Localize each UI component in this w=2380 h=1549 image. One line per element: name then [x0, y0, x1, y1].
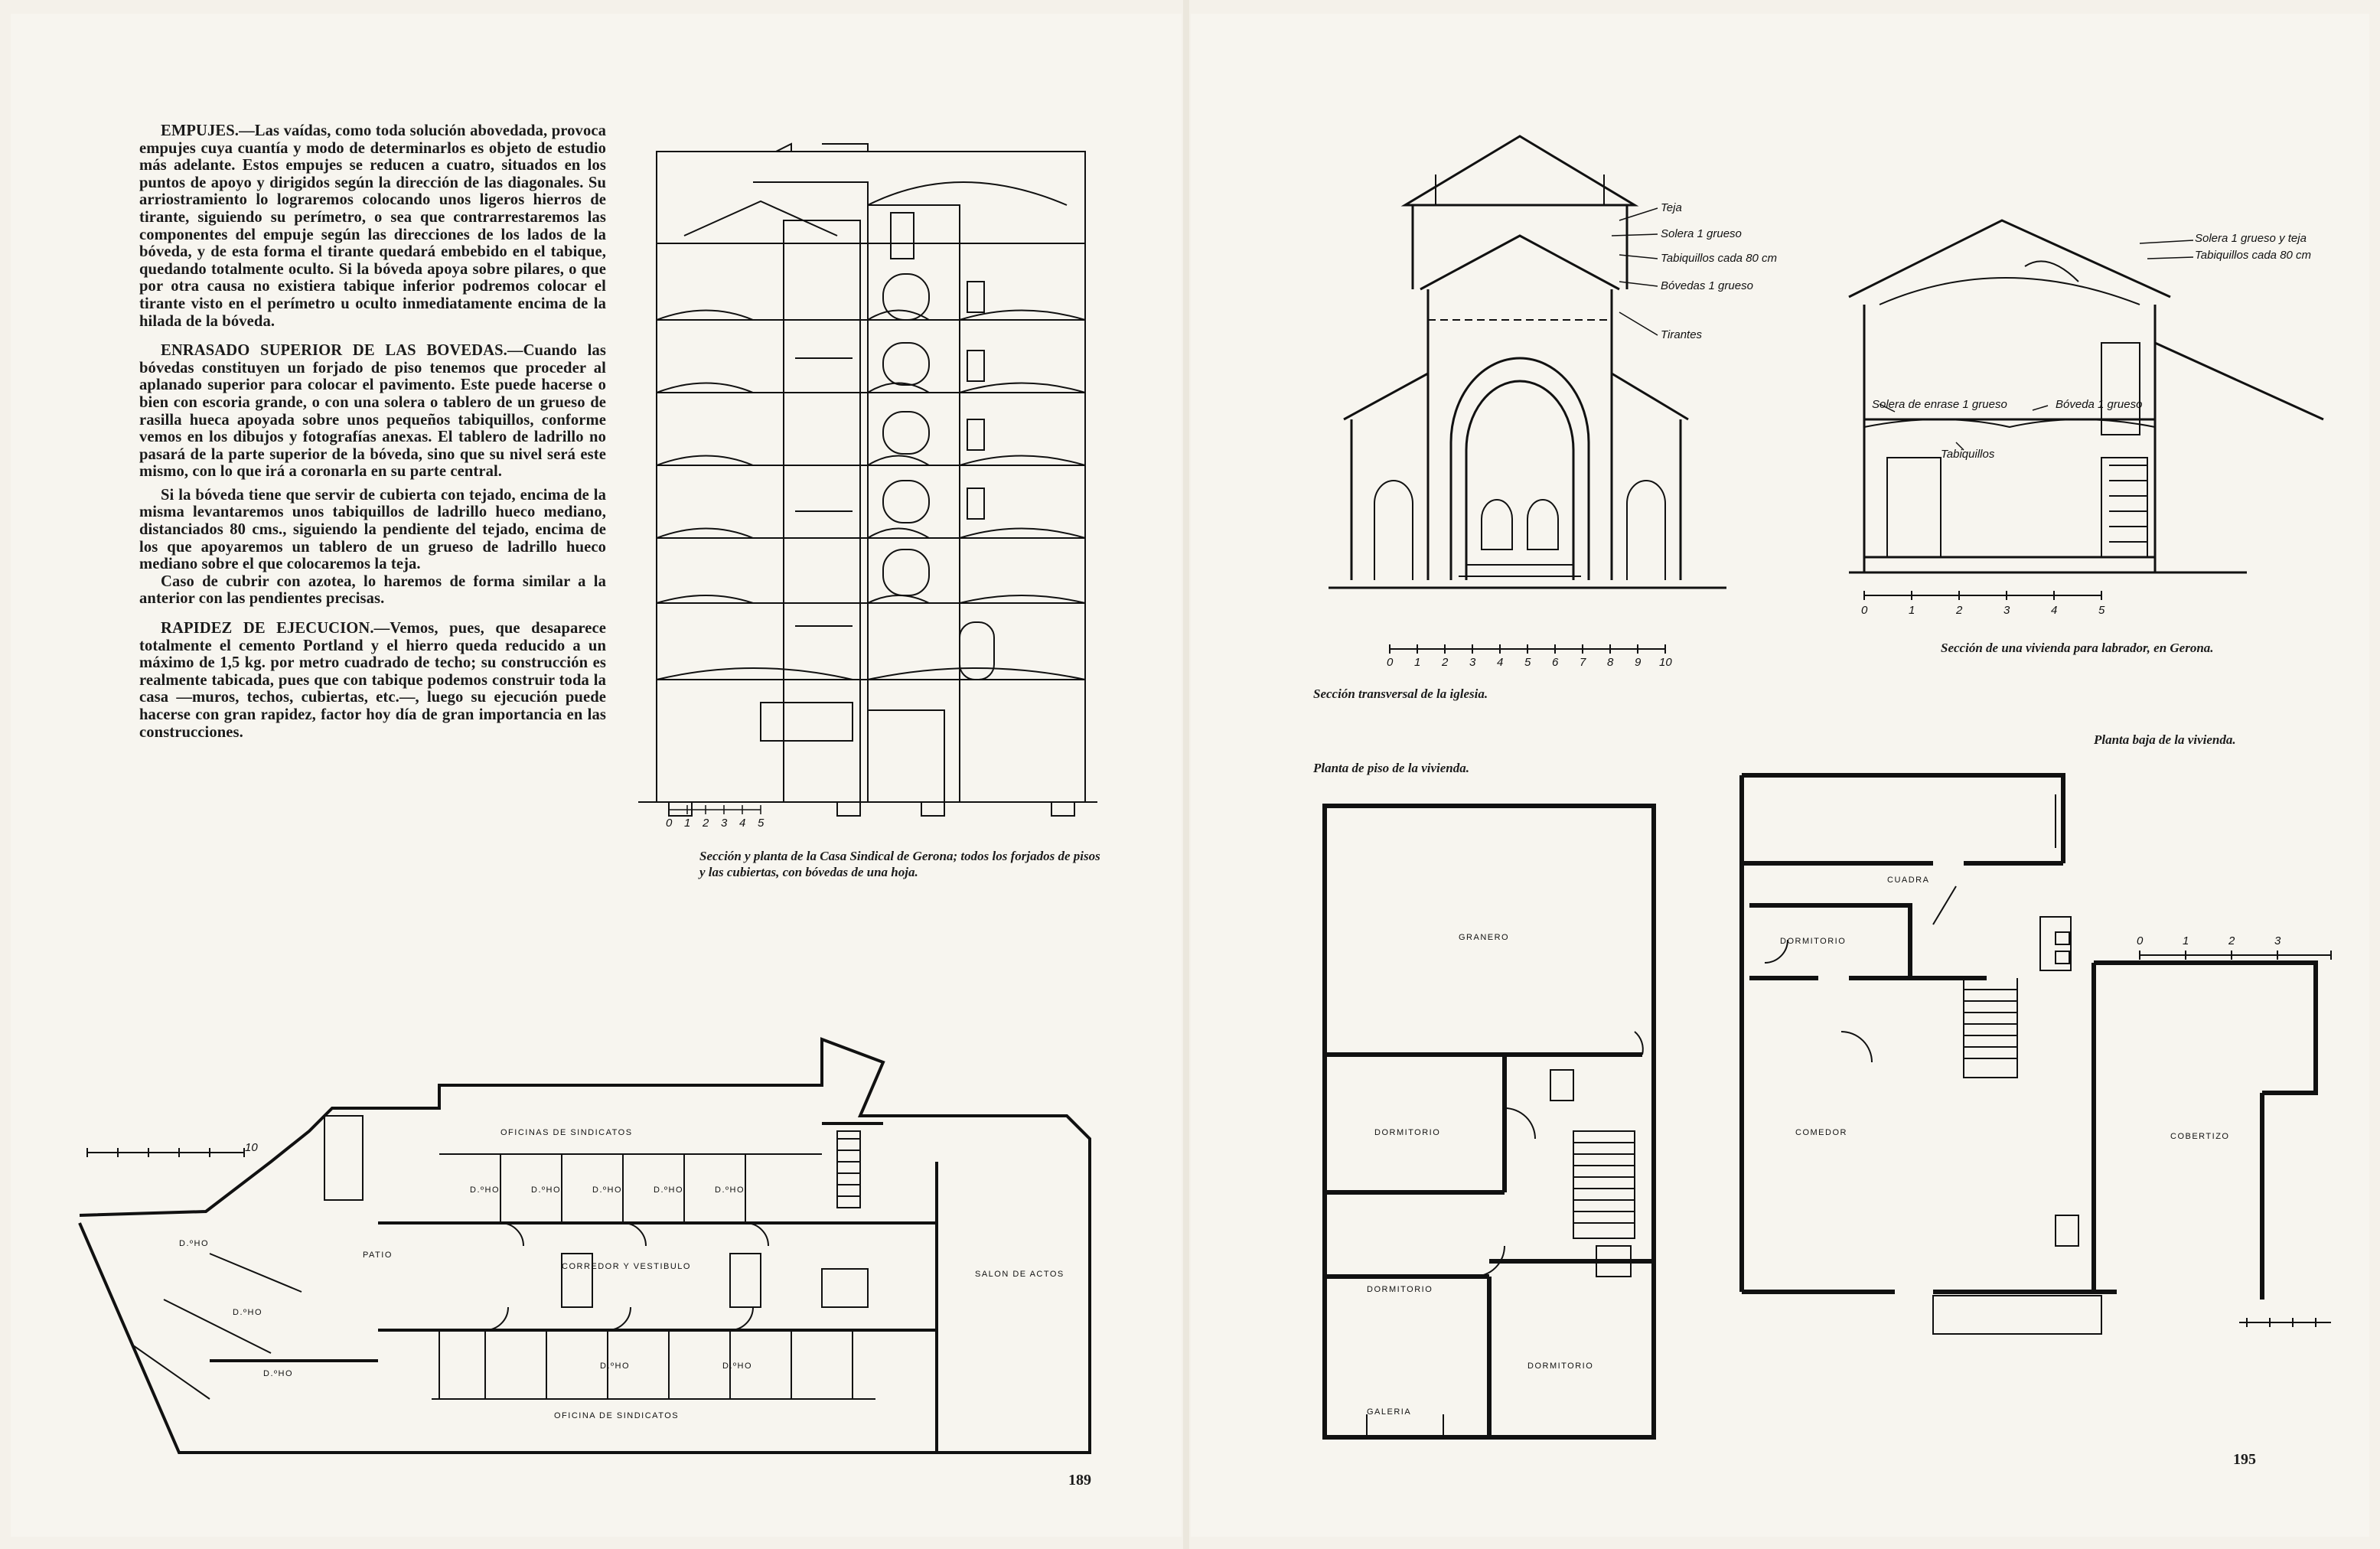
- ground-floor-plan: CUADRA DORMITORIO COMEDOR COBERTIZO 0 1 …: [1739, 773, 2332, 1335]
- house-scale-2: 2: [1955, 604, 1963, 617]
- ground-scale-1: 1: [2183, 934, 2189, 947]
- church-scale-9: 9: [1635, 656, 1642, 669]
- house-scale-labels: 0 1 2 3 4 5: [1861, 604, 2105, 617]
- house-scale-1: 1: [1909, 604, 1915, 617]
- house-section-drawing: Solera 1 grueso y teja Tabiquillos cada …: [1848, 219, 2324, 600]
- section-scale-3: 3: [721, 817, 728, 830]
- plan-scale-bar: [86, 1148, 245, 1157]
- church-scale-6: 6: [1552, 656, 1559, 669]
- church-label-bovedas: Bóvedas 1 grueso: [1661, 279, 1753, 292]
- ground-scale-3: 3: [2274, 934, 2281, 947]
- room-label-office-1: D.ºHO: [470, 1185, 500, 1195]
- room-label-office-5: D.ºHO: [715, 1185, 745, 1195]
- house-scale-4: 4: [2051, 604, 2057, 617]
- heading-enrasado: ENRASADO SUPERIOR DE LAS BOVEDAS.: [161, 342, 507, 360]
- church-label-teja: Teja: [1661, 201, 1682, 214]
- room-label-office-6: D.ºHO: [179, 1239, 209, 1248]
- church-scale-bar: [1389, 644, 1666, 654]
- right-page: Teja Solera 1 grueso Tabiquillos cada 80…: [1191, 14, 2369, 1537]
- paragraph-enrasado: ENRASADO SUPERIOR DE LAS BOVEDAS.—Cuando…: [139, 342, 606, 481]
- church-scale-7: 7: [1580, 656, 1586, 669]
- upper-floor-plan: GRANERO DORMITORIO DORMITORIO DORMITORIO…: [1322, 804, 1656, 1440]
- house-scale-bar: [1863, 591, 2102, 600]
- church-scale-5: 5: [1524, 656, 1531, 669]
- room-label-office-9: D.ºHO: [600, 1361, 630, 1371]
- ground-plan-scale-bar: [2139, 951, 2332, 960]
- ground-room-shed: COBERTIZO: [2170, 1132, 2229, 1141]
- room-label-office-2: D.ºHO: [531, 1185, 561, 1195]
- paragraph-empujes: EMPUJES.—Las vaídas, como toda solución …: [139, 122, 606, 330]
- church-caption: Sección transversal de la iglesia.: [1313, 686, 1488, 701]
- church-label-solera: Solera 1 grueso: [1661, 227, 1742, 240]
- plan-scale-label: 10: [245, 1141, 258, 1154]
- room-label-office-4: D.ºHO: [654, 1185, 683, 1195]
- upper-room-bed1: DORMITORIO: [1374, 1128, 1440, 1137]
- page-number-left: 189: [1068, 1472, 1091, 1489]
- church-label-tabiquillos: Tabiquillos cada 80 cm: [1661, 252, 1777, 265]
- casa-sindical-floor-plan: 10 OFICINAS DE SINDICATOS CORREDOR Y VES…: [78, 1037, 1091, 1454]
- upper-room-gallery: GALERIA: [1367, 1407, 1411, 1417]
- left-page: EMPUJES.—Las vaídas, como toda solución …: [11, 14, 1182, 1537]
- church-scale-8: 8: [1607, 656, 1614, 669]
- page-number-right: 195: [2233, 1451, 2256, 1468]
- house-label-tabiquillos-top: Tabiquillos cada 80 cm: [2195, 249, 2311, 262]
- book-spine: [1183, 0, 1189, 1549]
- church-scale-10: 10: [1659, 656, 1672, 669]
- paragraph-azotea: Caso de cubrir con azotea, lo haremos de…: [139, 572, 606, 608]
- upper-plan-caption: Planta de piso de la vivienda.: [1313, 761, 1469, 775]
- casa-sindical-section-drawing: 0 1 2 3 4 5: [638, 142, 1097, 830]
- heading-empujes: EMPUJES.: [161, 122, 240, 139]
- room-label-top-office: OFICINAS DE SINDICATOS: [500, 1128, 633, 1137]
- room-label-office-3: D.ºHO: [592, 1185, 622, 1195]
- church-label-tirantes: Tirantes: [1661, 328, 1703, 341]
- paragraph-cubierta: Si la bóveda tiene que servir de cubiert…: [139, 486, 606, 573]
- section-scale-1: 1: [684, 817, 690, 830]
- room-label-patio: PATIO: [363, 1251, 393, 1260]
- house-scale-0: 0: [1861, 604, 1868, 617]
- church-scale-3: 3: [1469, 656, 1476, 669]
- church-scale-2: 2: [1441, 656, 1449, 669]
- house-label-boveda: Bóveda 1 grueso: [2056, 398, 2142, 411]
- ground-scale-0: 0: [2137, 934, 2144, 947]
- room-label-office-10: D.ºHO: [722, 1361, 752, 1371]
- ground-room-stable: CUADRA: [1887, 876, 1929, 885]
- upper-room-bed3: DORMITORIO: [1527, 1361, 1593, 1371]
- room-label-bottom-office: OFICINA DE SINDICATOS: [554, 1411, 679, 1420]
- section-scale-5: 5: [758, 817, 765, 830]
- ground-room-dining: COMEDOR: [1795, 1128, 1847, 1137]
- house-label-solera-enrase: Solera de enrase 1 grueso: [1872, 398, 2007, 411]
- church-scale-0: 0: [1387, 656, 1394, 669]
- article-text: EMPUJES.—Las vaídas, como toda solución …: [139, 122, 606, 747]
- upper-room-bed2: DORMITORIO: [1367, 1285, 1433, 1294]
- room-label-hall: SALON DE ACTOS: [975, 1270, 1064, 1279]
- room-label-office-7: D.ºHO: [233, 1308, 262, 1317]
- section-scale-bar: [668, 805, 761, 814]
- section-scale-4: 4: [739, 817, 745, 830]
- church-section-drawing: Teja Solera 1 grueso Tabiquillos cada 80…: [1329, 135, 1777, 669]
- church-scale-4: 4: [1497, 656, 1503, 669]
- house-label-solera-teja: Solera 1 grueso y teja: [2195, 232, 2307, 245]
- section-caption: Sección y planta de la Casa Sindical de …: [699, 849, 1100, 879]
- upper-room-granary: GRANERO: [1459, 933, 1509, 942]
- house-scale-3: 3: [2003, 604, 2010, 617]
- room-label-office-8: D.ºHO: [263, 1369, 293, 1378]
- ground-plan-caption: Planta baja de la vivienda.: [2094, 732, 2236, 747]
- paragraph-rapidez: RAPIDEZ DE EJECUCION.—Vemos, pues, que d…: [139, 620, 606, 741]
- heading-rapidez: RAPIDEZ DE EJECUCION.: [161, 620, 374, 638]
- house-label-tabiquillos: Tabiquillos: [1941, 448, 1995, 461]
- section-scale-0: 0: [666, 817, 673, 830]
- ground-scale-2: 2: [2228, 934, 2235, 947]
- ground-room-bed: DORMITORIO: [1780, 937, 1846, 946]
- house-caption: Sección de una vivienda para labrador, e…: [1941, 641, 2214, 655]
- room-label-corridor: CORREDOR Y VESTIBULO: [562, 1262, 691, 1271]
- church-scale-1: 1: [1414, 656, 1420, 669]
- house-scale-5: 5: [2098, 604, 2105, 617]
- section-scale-2: 2: [702, 817, 709, 830]
